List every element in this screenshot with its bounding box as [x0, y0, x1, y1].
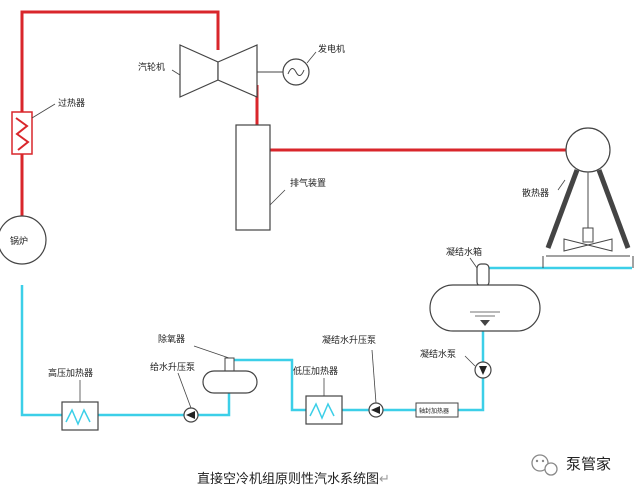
fan-icon: [563, 238, 613, 252]
turbine: 汽轮机: [138, 44, 258, 98]
caption-return-mark: ↵: [379, 472, 390, 487]
superheater-label: 过热器: [58, 97, 85, 109]
hp-heater: 高压加热器: [48, 367, 99, 431]
generator: 发电机: [257, 43, 345, 86]
condensate-pump-label: 凝结水泵: [420, 348, 456, 360]
shaft-seal-heater-label: 轴封加热器: [419, 407, 449, 415]
left-arrow-icon: [186, 411, 195, 419]
main-steam-pipe: [20, 10, 220, 235]
feed-water-pump-label: 给水升压泵: [150, 361, 195, 373]
shaft-seal-heater: 轴封加热器: [415, 402, 459, 418]
caption-text: 直接空冷机组原则性汽水系统图: [197, 471, 379, 487]
left-arrow-icon: [371, 406, 380, 414]
hp-heater-label: 高压加热器: [48, 367, 93, 379]
condensate-tank: 凝结水箱: [429, 246, 541, 332]
feed-water-pump: 给水升压泵: [150, 361, 199, 423]
lp-heater: 低压加热器: [293, 365, 343, 425]
condensate-pump: 凝结水泵: [420, 348, 492, 379]
watermark: 泵管家: [531, 454, 611, 476]
condensate-tank-label: 凝结水箱: [446, 246, 482, 258]
wechat-icon: [531, 454, 558, 476]
generator-label: 发电机: [318, 43, 345, 55]
watermark-text: 泵管家: [566, 455, 611, 473]
lp-heater-label: 低压加热器: [293, 365, 338, 377]
radiator: 散热器: [522, 127, 634, 268]
radiator-label: 散热器: [522, 187, 549, 199]
diagram-caption: 直接空冷机组原则性汽水系统图↵: [197, 471, 390, 487]
down-arrow-icon: [479, 366, 487, 375]
deaerator: 除氧器: [158, 333, 258, 394]
boiler: 锅炉: [0, 215, 47, 265]
condensate-booster-pump-label: 凝结水升压泵: [322, 334, 376, 346]
exhaust-device-label: 排气装置: [290, 177, 326, 189]
deaerator-label: 除氧器: [158, 333, 185, 345]
feed-pump-to-deaerator-pipe: [197, 393, 231, 417]
turbine-label: 汽轮机: [138, 61, 165, 73]
boiler-label: 锅炉: [10, 235, 28, 247]
superheater: 过热器: [11, 97, 85, 155]
steam-pipes: [20, 10, 566, 235]
condensate-booster-pump: 凝结水升压泵: [322, 334, 384, 418]
seal-heater-to-pump-pipe: [458, 378, 485, 412]
boiler-return-pipe: [20, 285, 62, 417]
exhaust-device: 排气装置: [235, 124, 326, 231]
